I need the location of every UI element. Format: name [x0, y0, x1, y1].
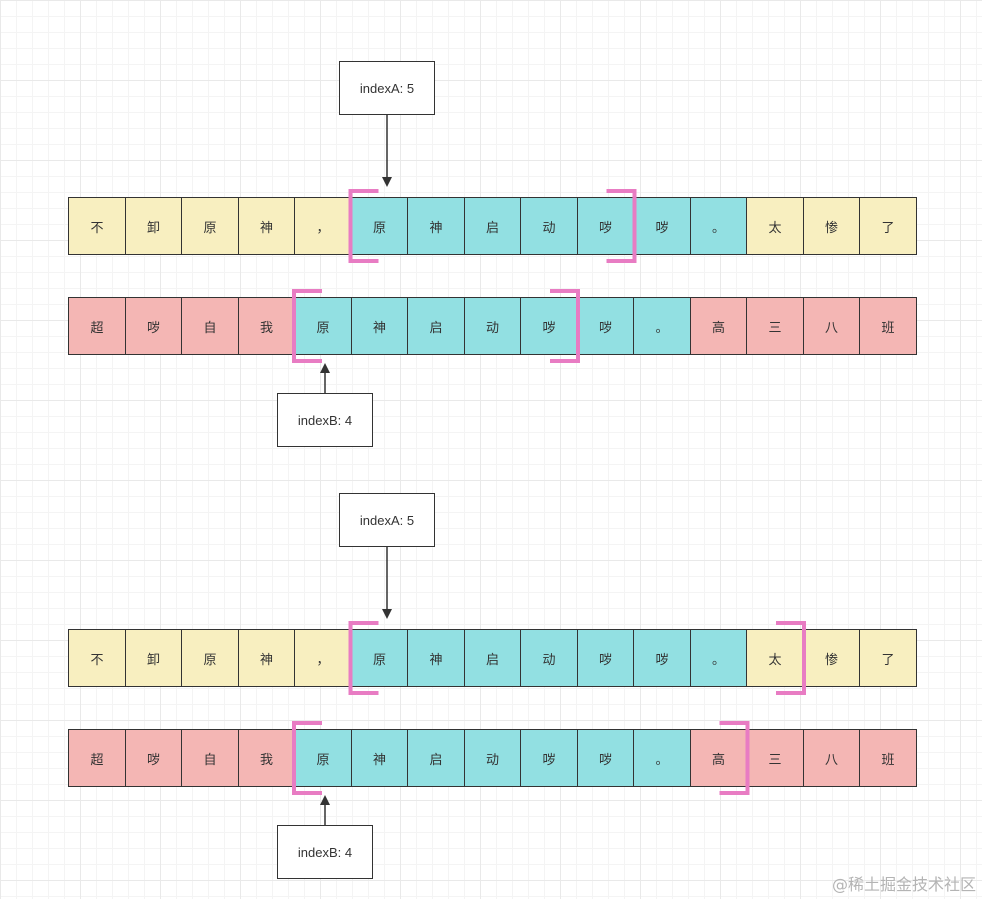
char-cell: 神 — [407, 629, 465, 687]
char-cell: 原 — [294, 297, 352, 355]
char-cell: 哕 — [124, 297, 183, 355]
char-cell: 动 — [520, 197, 578, 255]
char-cell: 哕 — [124, 729, 183, 787]
char-cell: 启 — [407, 297, 465, 355]
char-cell: 太 — [746, 629, 804, 687]
char-cell: 启 — [463, 629, 522, 687]
string-a-row: 不卸原神，原神启动哕哕。太惨了 — [68, 197, 917, 255]
char-cell: 八 — [802, 297, 861, 355]
char-cell: 卸 — [124, 197, 183, 255]
char-cell: 原 — [350, 629, 409, 687]
char-cell: 三 — [746, 729, 804, 787]
char-cell: 班 — [859, 729, 917, 787]
char-cell: 我 — [237, 729, 296, 787]
char-cell: 启 — [407, 729, 465, 787]
char-cell: 哕 — [633, 197, 691, 255]
char-cell: 动 — [463, 729, 522, 787]
char-cell: 原 — [181, 629, 239, 687]
char-cell: 神 — [350, 729, 409, 787]
char-cell: 原 — [181, 197, 239, 255]
char-cell: 八 — [802, 729, 861, 787]
char-cell: 启 — [463, 197, 522, 255]
index-b-label: indexB: 4 — [277, 393, 373, 447]
char-cell: 。 — [633, 729, 691, 787]
char-cell: 动 — [463, 297, 522, 355]
char-cell: 高 — [689, 297, 748, 355]
char-cell: 原 — [294, 729, 352, 787]
char-cell: 了 — [859, 197, 917, 255]
char-cell: 神 — [237, 629, 296, 687]
char-cell: 哕 — [576, 729, 635, 787]
char-cell: 了 — [859, 629, 917, 687]
string-a-row: 不卸原神，原神启动哕哕。太惨了 — [68, 629, 917, 687]
char-cell: 我 — [237, 297, 296, 355]
char-cell: 惨 — [802, 629, 861, 687]
char-cell: 三 — [746, 297, 804, 355]
char-cell: 自 — [181, 729, 239, 787]
char-cell: 哕 — [520, 297, 578, 355]
char-cell: 神 — [407, 197, 465, 255]
string-b-row: 超哕自我原神启动哕哕。高三八班 — [68, 297, 917, 355]
char-cell: 哕 — [576, 297, 635, 355]
char-cell: ， — [294, 197, 352, 255]
watermark: @稀土掘金技术社区 — [831, 875, 976, 894]
char-cell: 。 — [633, 297, 691, 355]
char-cell: 神 — [237, 197, 296, 255]
char-cell: 神 — [350, 297, 409, 355]
char-cell: 哕 — [576, 197, 635, 255]
char-cell: ， — [294, 629, 352, 687]
string-b-row: 超哕自我原神启动哕哕。高三八班 — [68, 729, 917, 787]
char-cell: 不 — [68, 197, 126, 255]
char-cell: 哕 — [520, 729, 578, 787]
index-a-label: indexA: 5 — [339, 61, 435, 115]
char-cell: 惨 — [802, 197, 861, 255]
char-cell: 哕 — [633, 629, 691, 687]
char-cell: 高 — [689, 729, 748, 787]
index-a-label: indexA: 5 — [339, 493, 435, 547]
char-cell: 自 — [181, 297, 239, 355]
char-cell: 超 — [68, 729, 126, 787]
char-cell: 哕 — [576, 629, 635, 687]
char-cell: 卸 — [124, 629, 183, 687]
char-cell: 超 — [68, 297, 126, 355]
char-cell: 不 — [68, 629, 126, 687]
char-cell: 。 — [689, 629, 748, 687]
char-cell: 动 — [520, 629, 578, 687]
char-cell: 。 — [689, 197, 748, 255]
char-cell: 太 — [746, 197, 804, 255]
char-cell: 班 — [859, 297, 917, 355]
index-b-label: indexB: 4 — [277, 825, 373, 879]
char-cell: 原 — [350, 197, 409, 255]
